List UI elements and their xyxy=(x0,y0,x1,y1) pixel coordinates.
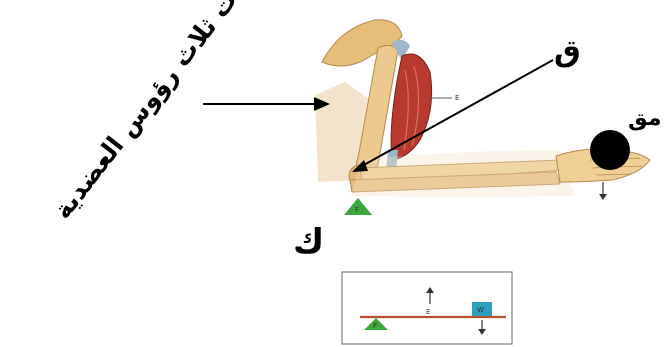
inset-effort-mark: E xyxy=(426,308,430,316)
inset-weight-mark: W xyxy=(477,306,484,314)
muscle-mark: E xyxy=(455,94,459,102)
fulcrum-label: ك xyxy=(293,222,324,262)
fulcrum-mark: F xyxy=(355,206,359,214)
forearm-skin xyxy=(352,150,575,197)
inset-lever-box: F E W xyxy=(342,272,512,344)
resistance-arrowhead xyxy=(599,194,607,200)
resistance-label: مق xyxy=(628,106,661,131)
resistance-weight-ball xyxy=(590,130,630,170)
force-label: ق xyxy=(554,34,581,69)
inset-fulcrum-mark: F xyxy=(373,322,377,330)
biceps-muscle xyxy=(391,54,432,160)
